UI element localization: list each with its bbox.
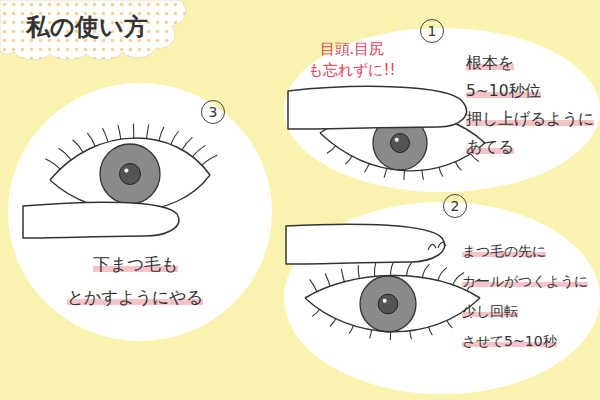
callout-number: 2 <box>443 194 467 218</box>
eyelash <box>88 133 96 146</box>
eyelash <box>447 321 452 328</box>
lower-eyelid <box>305 298 480 332</box>
eyelash <box>330 319 335 326</box>
eyelash <box>310 280 317 292</box>
pupil <box>120 164 141 185</box>
step-circle: 3 下まつ毛も とかすようにやる <box>5 80 275 345</box>
eyelash <box>391 263 394 276</box>
eyelash <box>455 162 461 170</box>
eyelash <box>159 127 164 141</box>
eyelash <box>59 149 71 160</box>
text-block: 下まつ毛も とかすようにやる <box>57 248 213 314</box>
text-block: 根本を 5~10秒位 押し上げるように あてる <box>466 49 596 161</box>
upper-eyelid <box>305 275 480 298</box>
eyelash <box>407 263 412 276</box>
pupil-highlight <box>383 299 387 303</box>
step-illustration <box>280 190 600 395</box>
eyelash <box>103 128 108 142</box>
callout-number: 1 <box>420 19 444 43</box>
eyelash <box>118 125 121 139</box>
eyelash <box>358 266 359 279</box>
eyelash <box>193 146 206 157</box>
eyelash <box>346 156 352 164</box>
white-circle <box>8 83 272 341</box>
eyelash <box>73 140 83 152</box>
pupil <box>378 294 398 314</box>
iris <box>360 276 416 332</box>
eyelash <box>375 263 376 276</box>
curl-mark <box>428 242 446 250</box>
eyelash <box>410 331 412 339</box>
upper-eyelid <box>50 138 210 180</box>
pupil-highlight <box>124 168 128 172</box>
eyelash <box>327 146 335 153</box>
finger-eyelash-curler <box>23 202 179 238</box>
title-text: 私の使い方 <box>26 11 148 43</box>
pupil-highlight <box>395 138 399 142</box>
step-circle: 2 まつ毛の先に カールがつくように 少し回転 させて5~10秒 <box>280 190 600 395</box>
eyelash <box>422 170 424 179</box>
eyelash <box>438 268 447 281</box>
eyelash <box>439 167 443 176</box>
eye-white <box>50 138 210 211</box>
eyelash <box>341 269 344 282</box>
eyelash <box>147 125 149 139</box>
eyelash <box>390 332 391 340</box>
step-circle: 1 目頭.目尻 も忘れずに!! 根本を 5~10秒位 押し上げるように あてる <box>280 15 600 195</box>
finger-eyelash-curler <box>286 224 445 264</box>
eyelash <box>202 155 217 165</box>
instruction-text: 下まつ毛も とかすようにやる <box>67 254 203 307</box>
eyelash <box>403 171 405 180</box>
callout-number: 3 <box>201 100 225 124</box>
iris <box>100 144 160 204</box>
instruction-text: まつ毛の先に カールがつくように 少し回転 させて5~10秒 <box>462 243 588 349</box>
title-cloud <box>0 0 186 60</box>
eyelash <box>422 265 429 278</box>
text-block: 目頭.目尻 も忘れずに!! <box>284 39 420 81</box>
eyelash <box>350 326 354 334</box>
white-circle <box>284 28 600 192</box>
eyelash <box>365 163 370 172</box>
eyelash <box>429 327 432 335</box>
eyelash <box>370 330 372 338</box>
white-circle <box>284 202 600 394</box>
eyelash <box>171 132 179 145</box>
eyelash <box>133 124 134 138</box>
text-block: まつ毛の先に カールがつくように 少し回転 させて5~10秒 <box>462 236 596 356</box>
pupil <box>391 134 410 153</box>
eyelash <box>325 274 330 286</box>
eyelash <box>313 310 320 317</box>
instruction-text: 根本を 5~10秒位 押し上げるように あてる <box>466 54 594 156</box>
eyelash <box>384 168 387 177</box>
eyelash <box>46 159 60 169</box>
eyelash <box>182 138 192 150</box>
reminder-note: 目頭.目尻 も忘れずに!! <box>308 40 395 79</box>
lower-eyelid <box>320 133 485 171</box>
finger-eyelash-curler <box>288 86 466 129</box>
